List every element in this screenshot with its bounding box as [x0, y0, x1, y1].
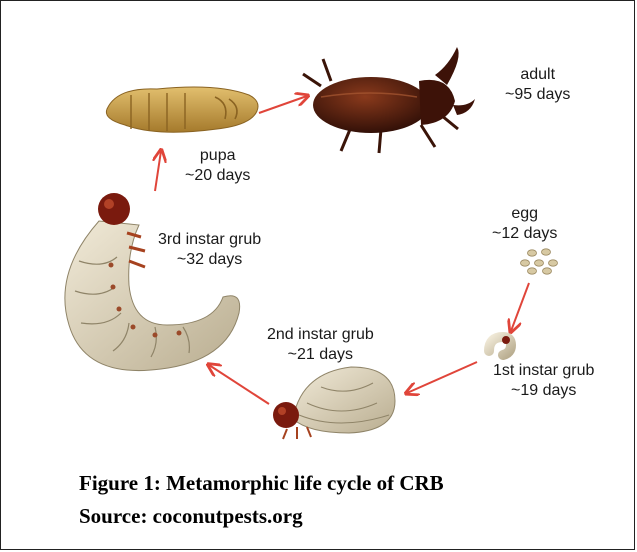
stage-name: adult: [505, 65, 570, 85]
stage-name: 2nd instar grub: [267, 325, 374, 345]
pupa-illustration: [106, 87, 258, 132]
arrow-1st-to-2nd: [407, 362, 477, 393]
first-instar-label: 1st instar grub ~19 days: [493, 361, 594, 401]
arrow-3rd-to-pupa: [155, 151, 161, 191]
second-instar-grub-illustration: [273, 367, 395, 439]
source-caption: Source: coconutpests.org: [79, 504, 303, 529]
first-instar-grub-illustration: [489, 336, 511, 355]
eggs-illustration: [521, 249, 558, 274]
adult-label: adult ~95 days: [505, 65, 570, 105]
stage-duration: ~32 days: [158, 250, 261, 270]
stage-name: 3rd instar grub: [158, 230, 261, 250]
egg-label: egg ~12 days: [492, 204, 557, 244]
stage-duration: ~12 days: [492, 224, 557, 244]
stage-name: 1st instar grub: [493, 361, 594, 381]
stage-duration: ~21 days: [267, 345, 374, 365]
stage-duration: ~95 days: [505, 85, 570, 105]
adult-beetle-illustration: [303, 47, 475, 153]
third-instar-grub-illustration: [65, 193, 240, 371]
pupa-label: pupa ~20 days: [185, 146, 250, 186]
third-instar-label: 3rd instar grub ~32 days: [158, 230, 261, 270]
stage-duration: ~19 days: [493, 381, 594, 401]
figure-caption: Figure 1: Metamorphic life cycle of CRB: [79, 471, 444, 496]
arrow-egg-to-1st: [511, 283, 529, 331]
stage-duration: ~20 days: [185, 166, 250, 186]
second-instar-label: 2nd instar grub ~21 days: [267, 325, 374, 365]
arrow-pupa-to-adult: [259, 96, 307, 113]
stage-name: egg: [492, 204, 557, 224]
arrow-2nd-to-3rd: [209, 365, 269, 404]
stage-name: pupa: [185, 146, 250, 166]
